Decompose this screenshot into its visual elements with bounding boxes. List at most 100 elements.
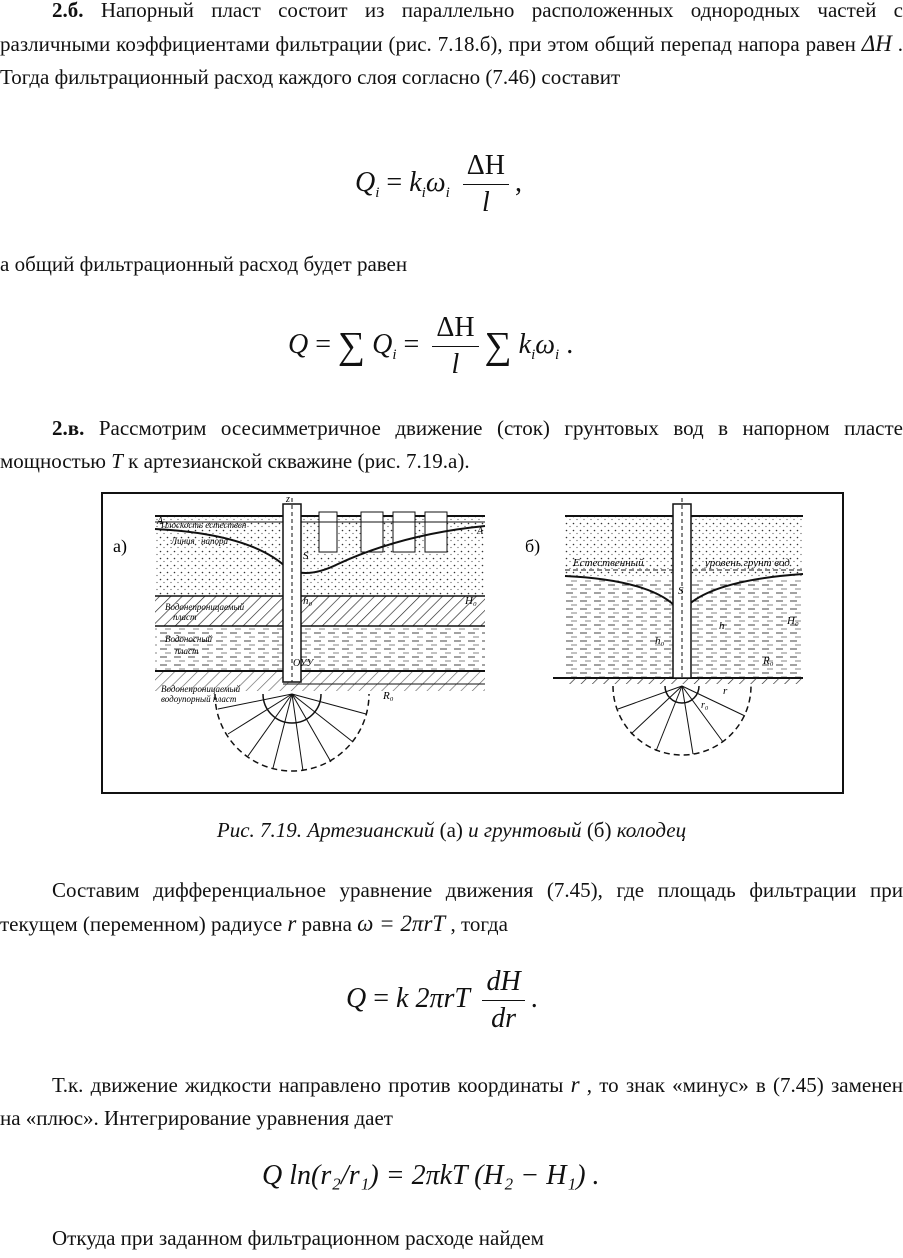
- label-b: б): [525, 536, 540, 557]
- paragraph-text: , то знак «минус» в (7.45) заменен на «п…: [0, 1073, 903, 1130]
- fig-label: h: [719, 620, 725, 632]
- figure-caption: Рис. 7.19. Артезианский (а) и грунтовый …: [0, 818, 903, 843]
- paragraph-final: Откуда при заданном фильтрационном расхо…: [0, 1222, 903, 1255]
- paragraph-text: Составим дифференциальное уравнение движ…: [0, 878, 903, 936]
- paragraph-text: к артезианской скважине (рис. 7.19.а).: [122, 449, 470, 473]
- section-number: 2.б.: [52, 0, 84, 22]
- formula-var: k: [409, 166, 422, 198]
- fig-label: R₀: [762, 655, 774, 667]
- formula-eq: =: [386, 166, 403, 198]
- formula-sub: i: [421, 184, 426, 201]
- paragraph-text: Т.к. движение жидкости направлено против…: [52, 1073, 571, 1097]
- paragraph-diff-eq: Составим дифференциальное уравнение движ…: [0, 874, 903, 941]
- fraction-numerator: ΔH: [432, 312, 479, 347]
- fig-label: z: [285, 494, 290, 505]
- paragraph-2b: 2.б. Напорный пласт состоит из параллель…: [0, 0, 903, 94]
- fig-label: уровень грунт вод: [704, 557, 790, 569]
- sum-symbol: ∑: [484, 324, 512, 367]
- formula-sub: i: [531, 346, 536, 363]
- fig-label: Естественный: [572, 557, 644, 569]
- fig-label: Водонепроницаемый: [161, 684, 241, 694]
- math-delta-h: ΔH: [861, 31, 892, 56]
- formula-eq: =: [373, 982, 390, 1014]
- formula-var: ω: [535, 328, 556, 360]
- math-r: r: [287, 911, 297, 936]
- figure-7-19: а) Плоскость естествен Линия напора Водо…: [101, 492, 844, 794]
- formula-sub: i: [555, 346, 560, 363]
- caption-text: (а): [434, 818, 469, 842]
- math-t: T: [111, 449, 123, 473]
- fig-label: A: [156, 516, 164, 527]
- fig-label: пласт: [175, 646, 199, 656]
- fig-label: Плоскость естествен: [160, 520, 247, 530]
- paragraph-text: а общий фильтрационный расход будет раве…: [0, 252, 408, 276]
- formula-sub: i: [445, 184, 450, 201]
- paragraph-sum: а общий фильтрационный расход будет раве…: [0, 248, 903, 281]
- fig-label: Водоносный: [165, 634, 212, 644]
- formula-sub: i: [392, 346, 397, 363]
- formula-body: Q ln(r₂/r₁) = 2πkT (H₂ − H₁) .: [262, 1160, 600, 1191]
- fraction-numerator: dH: [482, 966, 525, 1001]
- formula-var: Q: [372, 328, 393, 360]
- paragraph-text: Откуда при заданном фильтрационном расхо…: [52, 1226, 544, 1250]
- diagram-groundwater: б) Естественный уровень грунт вод S h₀ h…: [525, 498, 804, 756]
- formula-var: ω: [425, 166, 446, 198]
- formula-punct: .: [566, 328, 574, 360]
- math-r: r: [570, 1072, 580, 1097]
- formula-var: k: [518, 328, 532, 360]
- formula-sub: i: [375, 184, 380, 201]
- fig-label: H₀: [464, 595, 477, 607]
- caption-text: колодец: [616, 818, 687, 842]
- caption-text: (б): [581, 818, 617, 842]
- formula-var: Q: [288, 328, 309, 360]
- formula-punct: .: [530, 982, 538, 1014]
- fraction-denominator: dr: [491, 1003, 517, 1034]
- paragraph-direction: Т.к. движение жидкости направлено против…: [0, 1068, 903, 1135]
- paragraph-text: . Тогда фильтрационный расход каждого сл…: [0, 32, 903, 89]
- paragraph-text: Напорный пласт состоит из параллельно ра…: [0, 0, 903, 56]
- fig-label: H₀: [786, 615, 799, 627]
- fig-label: S: [678, 585, 684, 597]
- fig-label: R₀: [382, 690, 394, 702]
- fraction-numerator: ΔH: [462, 150, 509, 185]
- paragraph-text: Рассмотрим осесимметричное движение (сто…: [0, 416, 903, 473]
- formula-punct: ,: [515, 166, 522, 198]
- label-a: а): [113, 536, 127, 557]
- formula-body: k 2πrT: [396, 982, 470, 1014]
- formula-var: Q: [355, 166, 376, 198]
- formula-eq: =: [315, 328, 332, 360]
- fig-label: h₀: [655, 635, 665, 647]
- caption-text: и грунтовый: [468, 818, 582, 842]
- fig-label: Водонепроницаемый: [165, 602, 245, 612]
- diagram-artesian: а) Плоскость естествен Линия напора Водо…: [113, 494, 486, 772]
- formula-ln: Q ln(r₂/r₁) = 2πkT (H₂ − H₁) .: [262, 1160, 600, 1192]
- sum-symbol: ∑: [338, 324, 366, 367]
- formula-var: Q: [346, 982, 367, 1014]
- paragraph-text: , тогда: [445, 912, 508, 936]
- well-diagram: а) Плоскость естествен Линия напора Водо…: [113, 494, 804, 772]
- paragraph-text: равна: [296, 912, 358, 936]
- fig-label: Линия: [170, 536, 195, 546]
- fig-label: A: [476, 526, 484, 537]
- fig-label: пласт: [173, 612, 197, 622]
- fig-label: h₀: [303, 595, 313, 607]
- formula-eq: =: [403, 328, 420, 360]
- fig-label: r: [723, 685, 728, 697]
- fig-label: ОУУ: [293, 658, 314, 669]
- fraction-denominator: l: [451, 349, 460, 380]
- fig-label: напора: [201, 536, 228, 546]
- paragraph-2v: 2.в. Рассмотрим осесимметричное движение…: [0, 412, 903, 478]
- fraction-denominator: l: [481, 187, 490, 218]
- section-number: 2.в.: [52, 416, 85, 440]
- math-omega: ω = 2πrT: [357, 911, 446, 936]
- caption-text: Рис. 7.19. Артезианский: [216, 818, 435, 842]
- fig-label: водоупорный пласт: [161, 694, 237, 704]
- fig-label: S: [303, 550, 309, 562]
- fig-label: r₀: [701, 700, 709, 711]
